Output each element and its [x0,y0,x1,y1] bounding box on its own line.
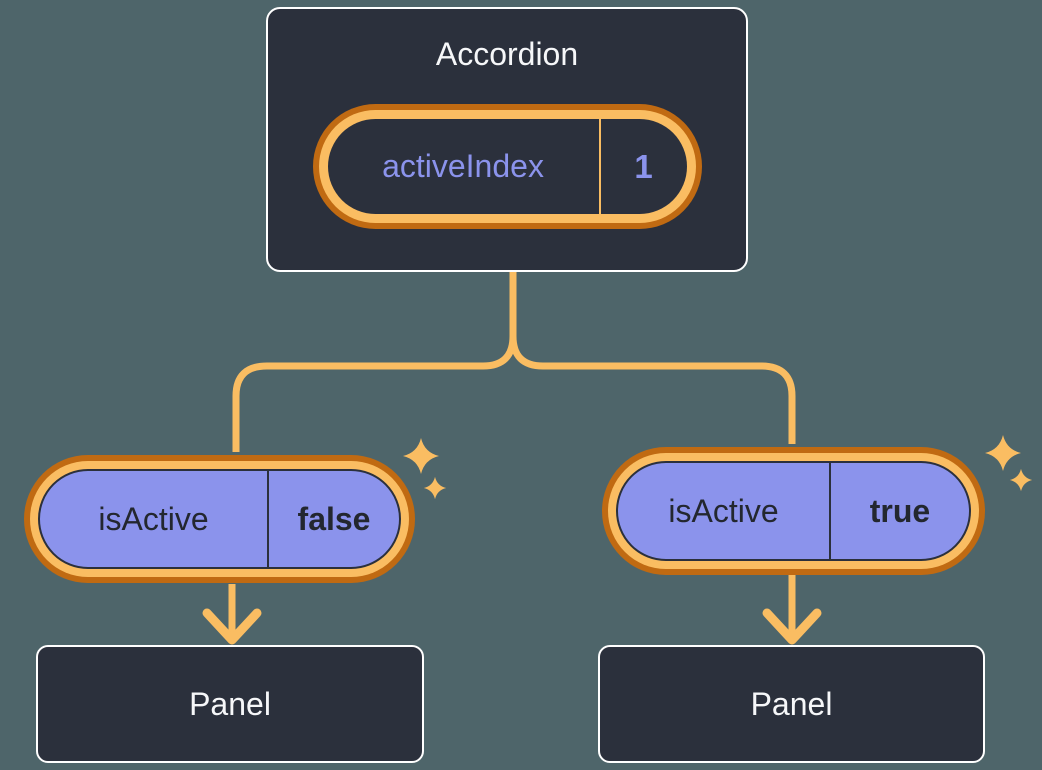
sparkle-icon-left-small [423,476,447,500]
state-pill-inner-ring: isActive false [30,461,409,577]
pill-divider [267,471,269,567]
panel-node-title: Panel [750,685,833,722]
state-pill-inner-ring: activeIndex 1 [318,110,696,224]
pill-divider [829,463,831,559]
state-name-label: isActive [98,500,209,537]
down-arrow-icon-left [202,608,262,645]
state-name-label: isActive [668,492,779,529]
accordion-node-title: Accordion [435,36,579,72]
panel-node-left: Panel [36,645,424,763]
panel-node-right: Panel [598,645,985,763]
state-pill-inner-ring: isActive true [608,453,979,569]
sparkle-icon-left-large [403,438,439,474]
pill-divider [598,119,601,215]
sparkle-icon-right-large [985,435,1021,471]
state-pill-isactive-right: isActive true [602,447,985,575]
panel-node-title: Panel [189,685,271,722]
sparkle-icon-right-small [1009,468,1033,492]
branch-connector-right [509,335,796,444]
state-pill-activeindex: activeIndex 1 [312,104,702,230]
state-value-label: false [297,500,371,537]
branch-connector-left [232,272,517,452]
state-value-label: 1 [634,147,653,185]
state-name-label: activeIndex [382,148,544,185]
state-value-label: true [869,492,931,529]
state-pill-isactive-left: isActive false [24,455,415,583]
accordion-node: Accordion activeIndex 1 [266,7,748,272]
down-arrow-icon-right [762,608,822,645]
